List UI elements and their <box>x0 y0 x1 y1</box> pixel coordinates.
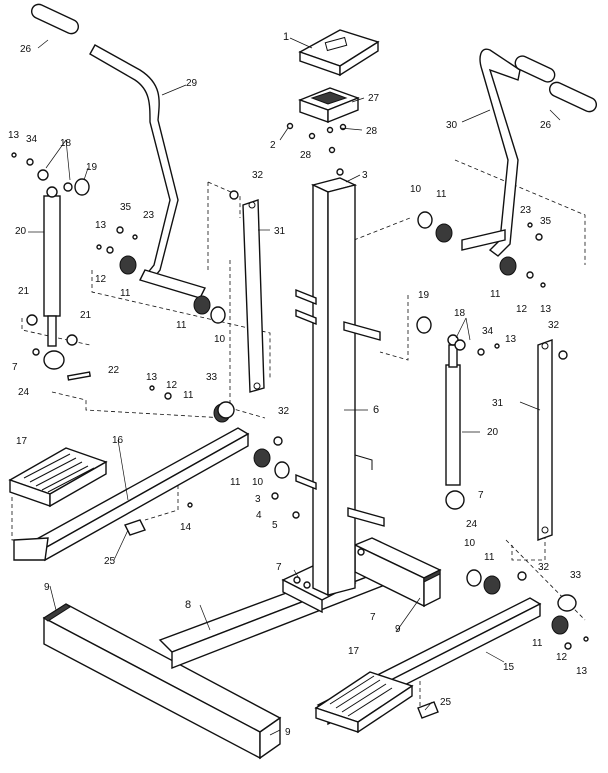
callout-c20a: 20 <box>15 226 27 237</box>
callout-c35b: 35 <box>540 216 552 227</box>
callout-c19b: 19 <box>418 290 430 301</box>
callout-c32d: 32 <box>538 562 550 573</box>
link-arms <box>242 199 553 541</box>
callout-c9b: 9 <box>285 727 291 738</box>
callout-c30: 30 <box>446 120 458 131</box>
callout-c11h: 11 <box>532 638 543 649</box>
callout-c26b: 26 <box>540 120 552 131</box>
callout-c24b: 24 <box>466 519 478 530</box>
callout-c31b: 31 <box>492 398 504 409</box>
callout-c4: 4 <box>256 510 262 521</box>
callout-c14: 14 <box>180 522 192 533</box>
callout-c7c: 7 <box>276 562 282 573</box>
callout-c27: 27 <box>368 93 380 104</box>
callout-c31a: 31 <box>274 226 286 237</box>
callout-c11d: 11 <box>490 289 501 300</box>
callout-c11c: 11 <box>176 320 187 331</box>
callout-c10c: 10 <box>252 477 264 488</box>
callout-c29: 29 <box>186 78 198 89</box>
callout-c12d: 12 <box>556 652 568 663</box>
callout-c11f: 11 <box>230 477 241 488</box>
callout-c28a: 28 <box>366 126 378 137</box>
rollers-and-bushings <box>26 169 577 635</box>
callout-c13e: 13 <box>146 372 158 383</box>
monitor-assembly <box>286 29 380 154</box>
callout-c11g: 11 <box>484 552 495 563</box>
callout-c32a: 32 <box>252 170 264 181</box>
callout-c15: 15 <box>503 662 515 673</box>
callout-c12c: 12 <box>166 380 178 391</box>
base-frame <box>42 537 442 760</box>
callout-c24a: 24 <box>18 387 30 398</box>
callout-c13b: 13 <box>95 220 107 231</box>
callout-labels: 1 2 3 3 4 5 6 7 7 7 7 8 9 9 9 10 10 10 1… <box>8 31 588 738</box>
leader-lines <box>28 37 561 736</box>
callout-c3b: 3 <box>255 494 261 505</box>
callout-c10b: 10 <box>214 334 226 345</box>
callout-c11b: 11 <box>120 288 131 299</box>
callout-c17a: 17 <box>16 436 28 447</box>
callout-c9c: 9 <box>395 624 401 635</box>
callout-c33b: 33 <box>570 570 582 581</box>
callout-c20b: 20 <box>487 427 499 438</box>
callout-c12b: 12 <box>516 304 528 315</box>
callout-c22: 22 <box>108 365 120 376</box>
callout-c32c: 32 <box>548 320 560 331</box>
callout-c7d: 7 <box>370 612 376 623</box>
main-post <box>295 168 385 597</box>
callout-c32b: 32 <box>278 406 290 417</box>
callout-c1: 1 <box>283 31 289 43</box>
callout-c28b: 28 <box>300 150 312 161</box>
callout-c21a: 21 <box>18 286 30 297</box>
callout-c7a: 7 <box>12 362 18 373</box>
callout-c18a: 18 <box>60 138 72 149</box>
handle-bars <box>30 3 598 299</box>
callout-c10a: 10 <box>410 184 422 195</box>
small-hardware <box>11 152 589 719</box>
callout-c5: 5 <box>272 520 278 531</box>
callout-c23a: 23 <box>143 210 155 221</box>
callout-c6: 6 <box>373 404 379 416</box>
callout-c19a: 19 <box>86 162 98 173</box>
callout-c33a: 33 <box>206 372 218 383</box>
callout-c10d: 10 <box>464 538 476 549</box>
callout-c13f: 13 <box>576 666 588 677</box>
callout-c35a: 35 <box>120 202 132 213</box>
callout-c25a: 25 <box>104 556 116 567</box>
assembly-guide-lines <box>11 159 586 708</box>
callout-c17b: 17 <box>348 646 360 657</box>
callout-c2: 2 <box>270 140 276 151</box>
callout-c11a: 11 <box>436 189 447 200</box>
callout-c11e: 11 <box>183 390 194 401</box>
callout-c9a: 9 <box>44 582 50 593</box>
callout-c12a: 12 <box>95 274 107 285</box>
callout-c13c: 13 <box>540 304 552 315</box>
callout-c18b: 18 <box>454 308 466 319</box>
callout-c23b: 23 <box>520 205 532 216</box>
cylinders <box>43 186 465 510</box>
callout-c25b: 25 <box>440 697 452 708</box>
callout-c26a: 26 <box>20 44 32 55</box>
callout-c21b: 21 <box>80 310 92 321</box>
callout-c34b: 34 <box>482 326 494 337</box>
callout-c3a: 3 <box>362 170 368 181</box>
callout-c7b: 7 <box>478 490 484 501</box>
callout-c13a: 13 <box>8 130 20 141</box>
callout-c13d: 13 <box>505 334 517 345</box>
callout-c16: 16 <box>112 435 124 446</box>
callout-c8: 8 <box>185 599 191 611</box>
pedal-arms <box>8 427 542 734</box>
callout-c34a: 34 <box>26 134 38 145</box>
